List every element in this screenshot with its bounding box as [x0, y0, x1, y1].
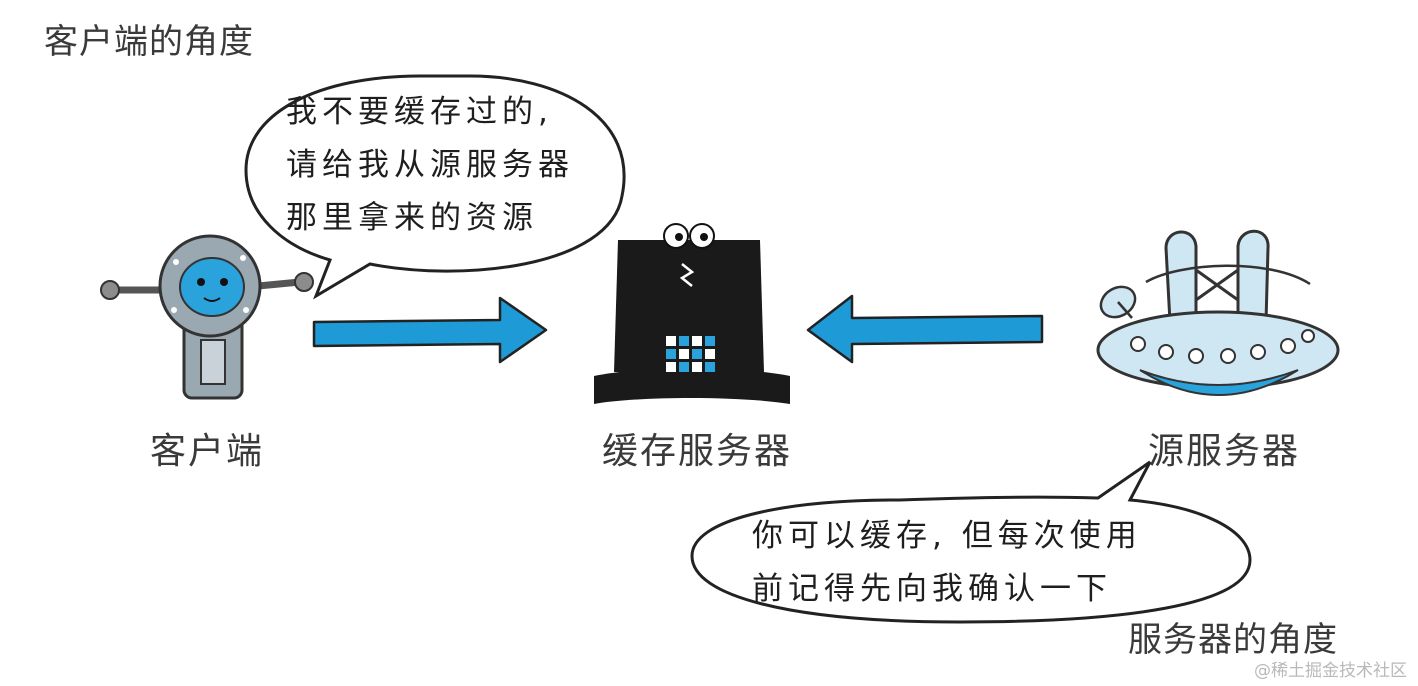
server-bubble-line: 前记得先向我确认一下: [752, 571, 1112, 607]
client-label: 客户端: [150, 431, 265, 472]
server-bubble-line: 你可以缓存, 但每次使用: [752, 518, 1142, 554]
server-speech-bubble: [690, 460, 1252, 624]
origin-server-label: 源服务器: [1148, 431, 1301, 472]
watermark: @稀土掘金技术社区: [1254, 661, 1407, 681]
server-perspective-heading: 服务器的角度: [1128, 620, 1338, 660]
client-bubble-line: 那里拿来的资源: [286, 200, 538, 236]
arrow-right-icon: [312, 296, 548, 364]
client-perspective-heading: 客户端的角度: [44, 22, 254, 62]
ufo-origin-server-icon: [1096, 229, 1340, 396]
robot-client-icon: [100, 234, 314, 400]
client-speech-bubble: [244, 74, 626, 300]
arrow-left-icon: [806, 294, 1044, 364]
server-bubble-text: 你可以缓存, 但每次使用 前记得先向我确认一下: [752, 510, 1142, 616]
cache-server-label: 缓存服务器: [602, 431, 793, 472]
client-bubble-line: 我不要缓存过的,: [286, 94, 553, 130]
top-hat-cache-icon: [594, 223, 790, 404]
client-bubble-line: 请给我从源服务器: [286, 147, 574, 183]
client-bubble-text: 我不要缓存过的, 请给我从源服务器 那里拿来的资源: [286, 86, 574, 245]
